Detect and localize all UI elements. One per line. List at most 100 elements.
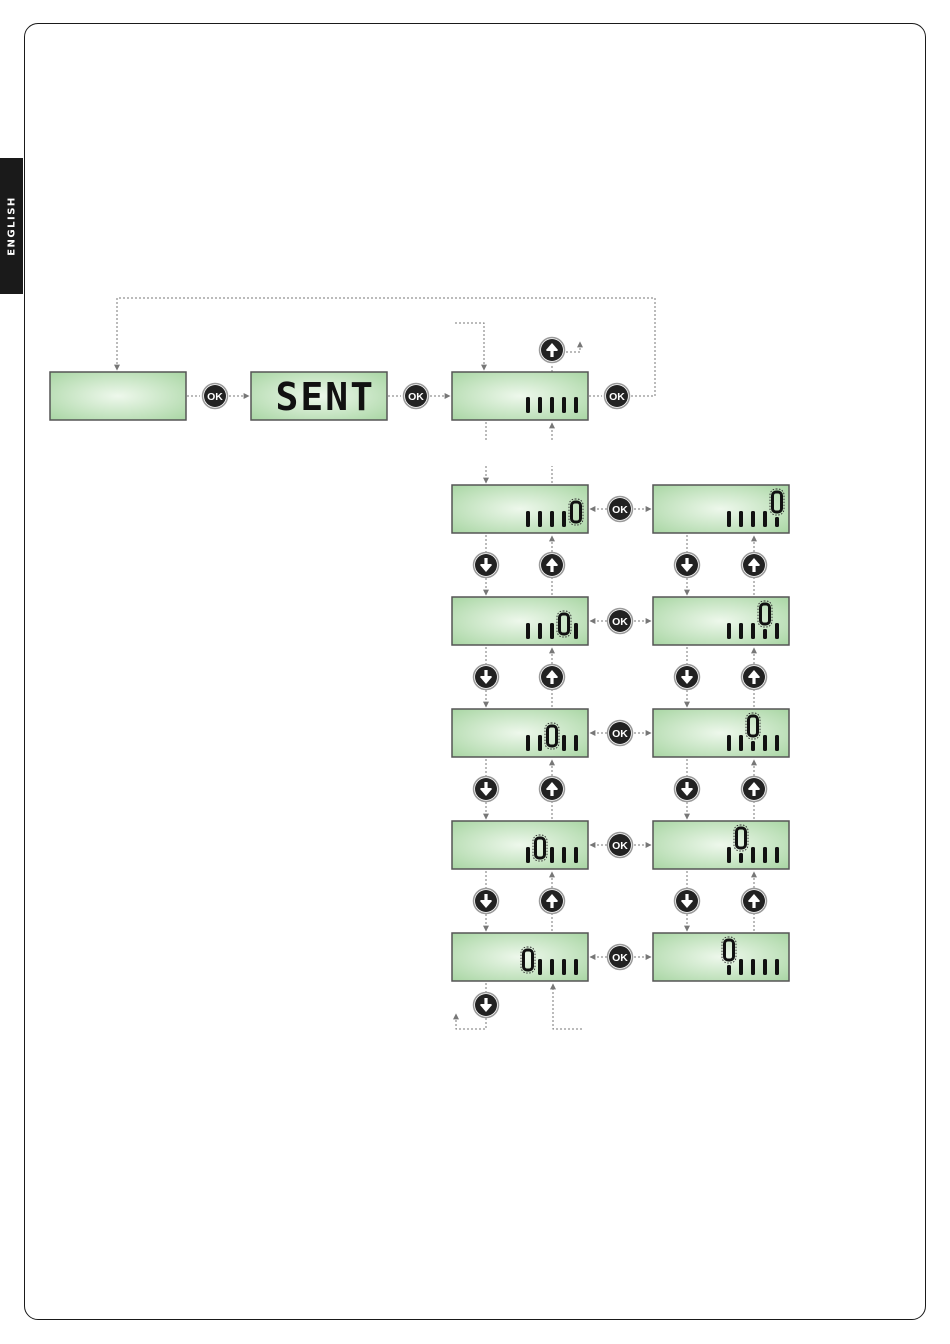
right-5-digit-3 — [751, 959, 755, 975]
down-button-right-3[interactable] — [675, 777, 700, 802]
ok-button-row-5[interactable]: OK — [608, 945, 633, 970]
right-4-digit-3 — [751, 847, 755, 863]
down-button-right-2[interactable] — [675, 665, 700, 690]
ok-button-icon: OK — [207, 391, 223, 403]
ok-button-icon: OK — [609, 391, 625, 403]
lcd-display-left-5 — [452, 933, 588, 981]
menu-code-text: SENT — [275, 375, 375, 419]
right-1-digit-3 — [751, 511, 755, 527]
buttons-layer: OK OK OK OK OK OK OK OK — [203, 338, 767, 1018]
down-button-left-2[interactable] — [474, 665, 499, 690]
down-button-left-3[interactable] — [474, 777, 499, 802]
lcd-display-code-entry — [452, 372, 588, 420]
right-2-raised-digit-stem — [763, 629, 767, 639]
left-3-digit-2 — [538, 735, 542, 751]
lcd-display-right-1 — [653, 485, 789, 533]
up-button-left-2[interactable] — [540, 665, 565, 690]
lcd-display-right-2 — [653, 597, 789, 645]
lcd-display-left-4 — [452, 821, 588, 869]
up-button-right-2[interactable] — [742, 665, 767, 690]
down-button-right-4[interactable] — [675, 889, 700, 914]
lcd-display-right-5 — [653, 933, 789, 981]
code-digit-2 — [538, 397, 542, 413]
ok-button-icon: OK — [408, 391, 424, 403]
down-button-left-1[interactable] — [474, 553, 499, 578]
right-1-digit-2 — [739, 511, 743, 527]
down-button-bottom[interactable] — [474, 993, 499, 1018]
right-2-digit-3 — [751, 623, 755, 639]
right-5-digit-4 — [763, 959, 767, 975]
right-4-digit-5 — [775, 847, 779, 863]
up-button-right-4[interactable] — [742, 889, 767, 914]
left-1-digit-1 — [526, 511, 530, 527]
left-5-digit-5 — [574, 959, 578, 975]
right-1-digit-4 — [763, 511, 767, 527]
ok-button-3[interactable]: OK — [605, 384, 630, 409]
lcd-display-left-2 — [452, 597, 588, 645]
right-5-raised-digit-stem — [727, 965, 731, 975]
up-button-left-3[interactable] — [540, 777, 565, 802]
left-5-digit-2 — [538, 959, 542, 975]
right-1-raised-digit-stem — [775, 517, 779, 527]
right-1-digit-1 — [727, 511, 731, 527]
up-button-left-4[interactable] — [540, 889, 565, 914]
right-3-digit-5 — [775, 735, 779, 751]
left-1-digit-3 — [550, 511, 554, 527]
up-button-right-3[interactable] — [742, 777, 767, 802]
right-2-digit-2 — [739, 623, 743, 639]
ok-button-row-3[interactable]: OK — [608, 721, 633, 746]
lcd-display-left-1 — [452, 485, 588, 533]
right-2-digit-5 — [775, 623, 779, 639]
code-digit-1 — [526, 397, 530, 413]
left-2-digit-1 — [526, 623, 530, 639]
left-3-digit-1 — [526, 735, 530, 751]
up-button-left-1[interactable] — [540, 553, 565, 578]
down-button-left-4[interactable] — [474, 889, 499, 914]
ok-button-1[interactable]: OK — [203, 384, 228, 409]
ok-button-icon: OK — [612, 504, 628, 516]
lcd-display-first — [50, 372, 186, 420]
code-digit-4 — [562, 397, 566, 413]
left-2-digit-3 — [550, 623, 554, 639]
up-button-top[interactable] — [540, 338, 565, 363]
lcd-display-right-3 — [653, 709, 789, 757]
conn-entry-d3 — [455, 323, 484, 370]
lcd-display-left-3 — [452, 709, 588, 757]
left-4-digit-4 — [562, 847, 566, 863]
code-digit-5 — [574, 397, 578, 413]
left-2-digit-5 — [574, 623, 578, 639]
left-5-digit-3 — [550, 959, 554, 975]
left-1-digit-2 — [538, 511, 542, 527]
right-5-digit-5 — [775, 959, 779, 975]
right-3-raised-digit-stem — [751, 741, 755, 751]
left-3-digit-5 — [574, 735, 578, 751]
right-3-digit-1 — [727, 735, 731, 751]
left-4-digit-1 — [526, 847, 530, 863]
right-5-digit-2 — [739, 959, 743, 975]
right-4-digit-1 — [727, 847, 731, 863]
right-2-digit-1 — [727, 623, 731, 639]
ok-button-row-4[interactable]: OK — [608, 833, 633, 858]
right-4-raised-digit-stem — [739, 853, 743, 863]
lcd-display-menu: SENT — [251, 372, 387, 420]
ok-button-icon: OK — [612, 616, 628, 628]
left-5-digit-4 — [562, 959, 566, 975]
ok-button-row-1[interactable]: OK — [608, 497, 633, 522]
lcd-display-right-4 — [653, 821, 789, 869]
left-4-digit-3 — [550, 847, 554, 863]
left-1-digit-4 — [562, 511, 566, 527]
ok-button-icon: OK — [612, 728, 628, 740]
ok-button-row-2[interactable]: OK — [608, 609, 633, 634]
ok-button-2[interactable]: OK — [404, 384, 429, 409]
ok-button-icon: OK — [612, 952, 628, 964]
left-4-digit-5 — [574, 847, 578, 863]
down-button-right-1[interactable] — [675, 553, 700, 578]
code-digit-3 — [550, 397, 554, 413]
right-4-digit-4 — [763, 847, 767, 863]
left-3-digit-4 — [562, 735, 566, 751]
up-button-right-1[interactable] — [742, 553, 767, 578]
left-2-digit-2 — [538, 623, 542, 639]
ok-button-icon: OK — [612, 840, 628, 852]
right-3-digit-4 — [763, 735, 767, 751]
